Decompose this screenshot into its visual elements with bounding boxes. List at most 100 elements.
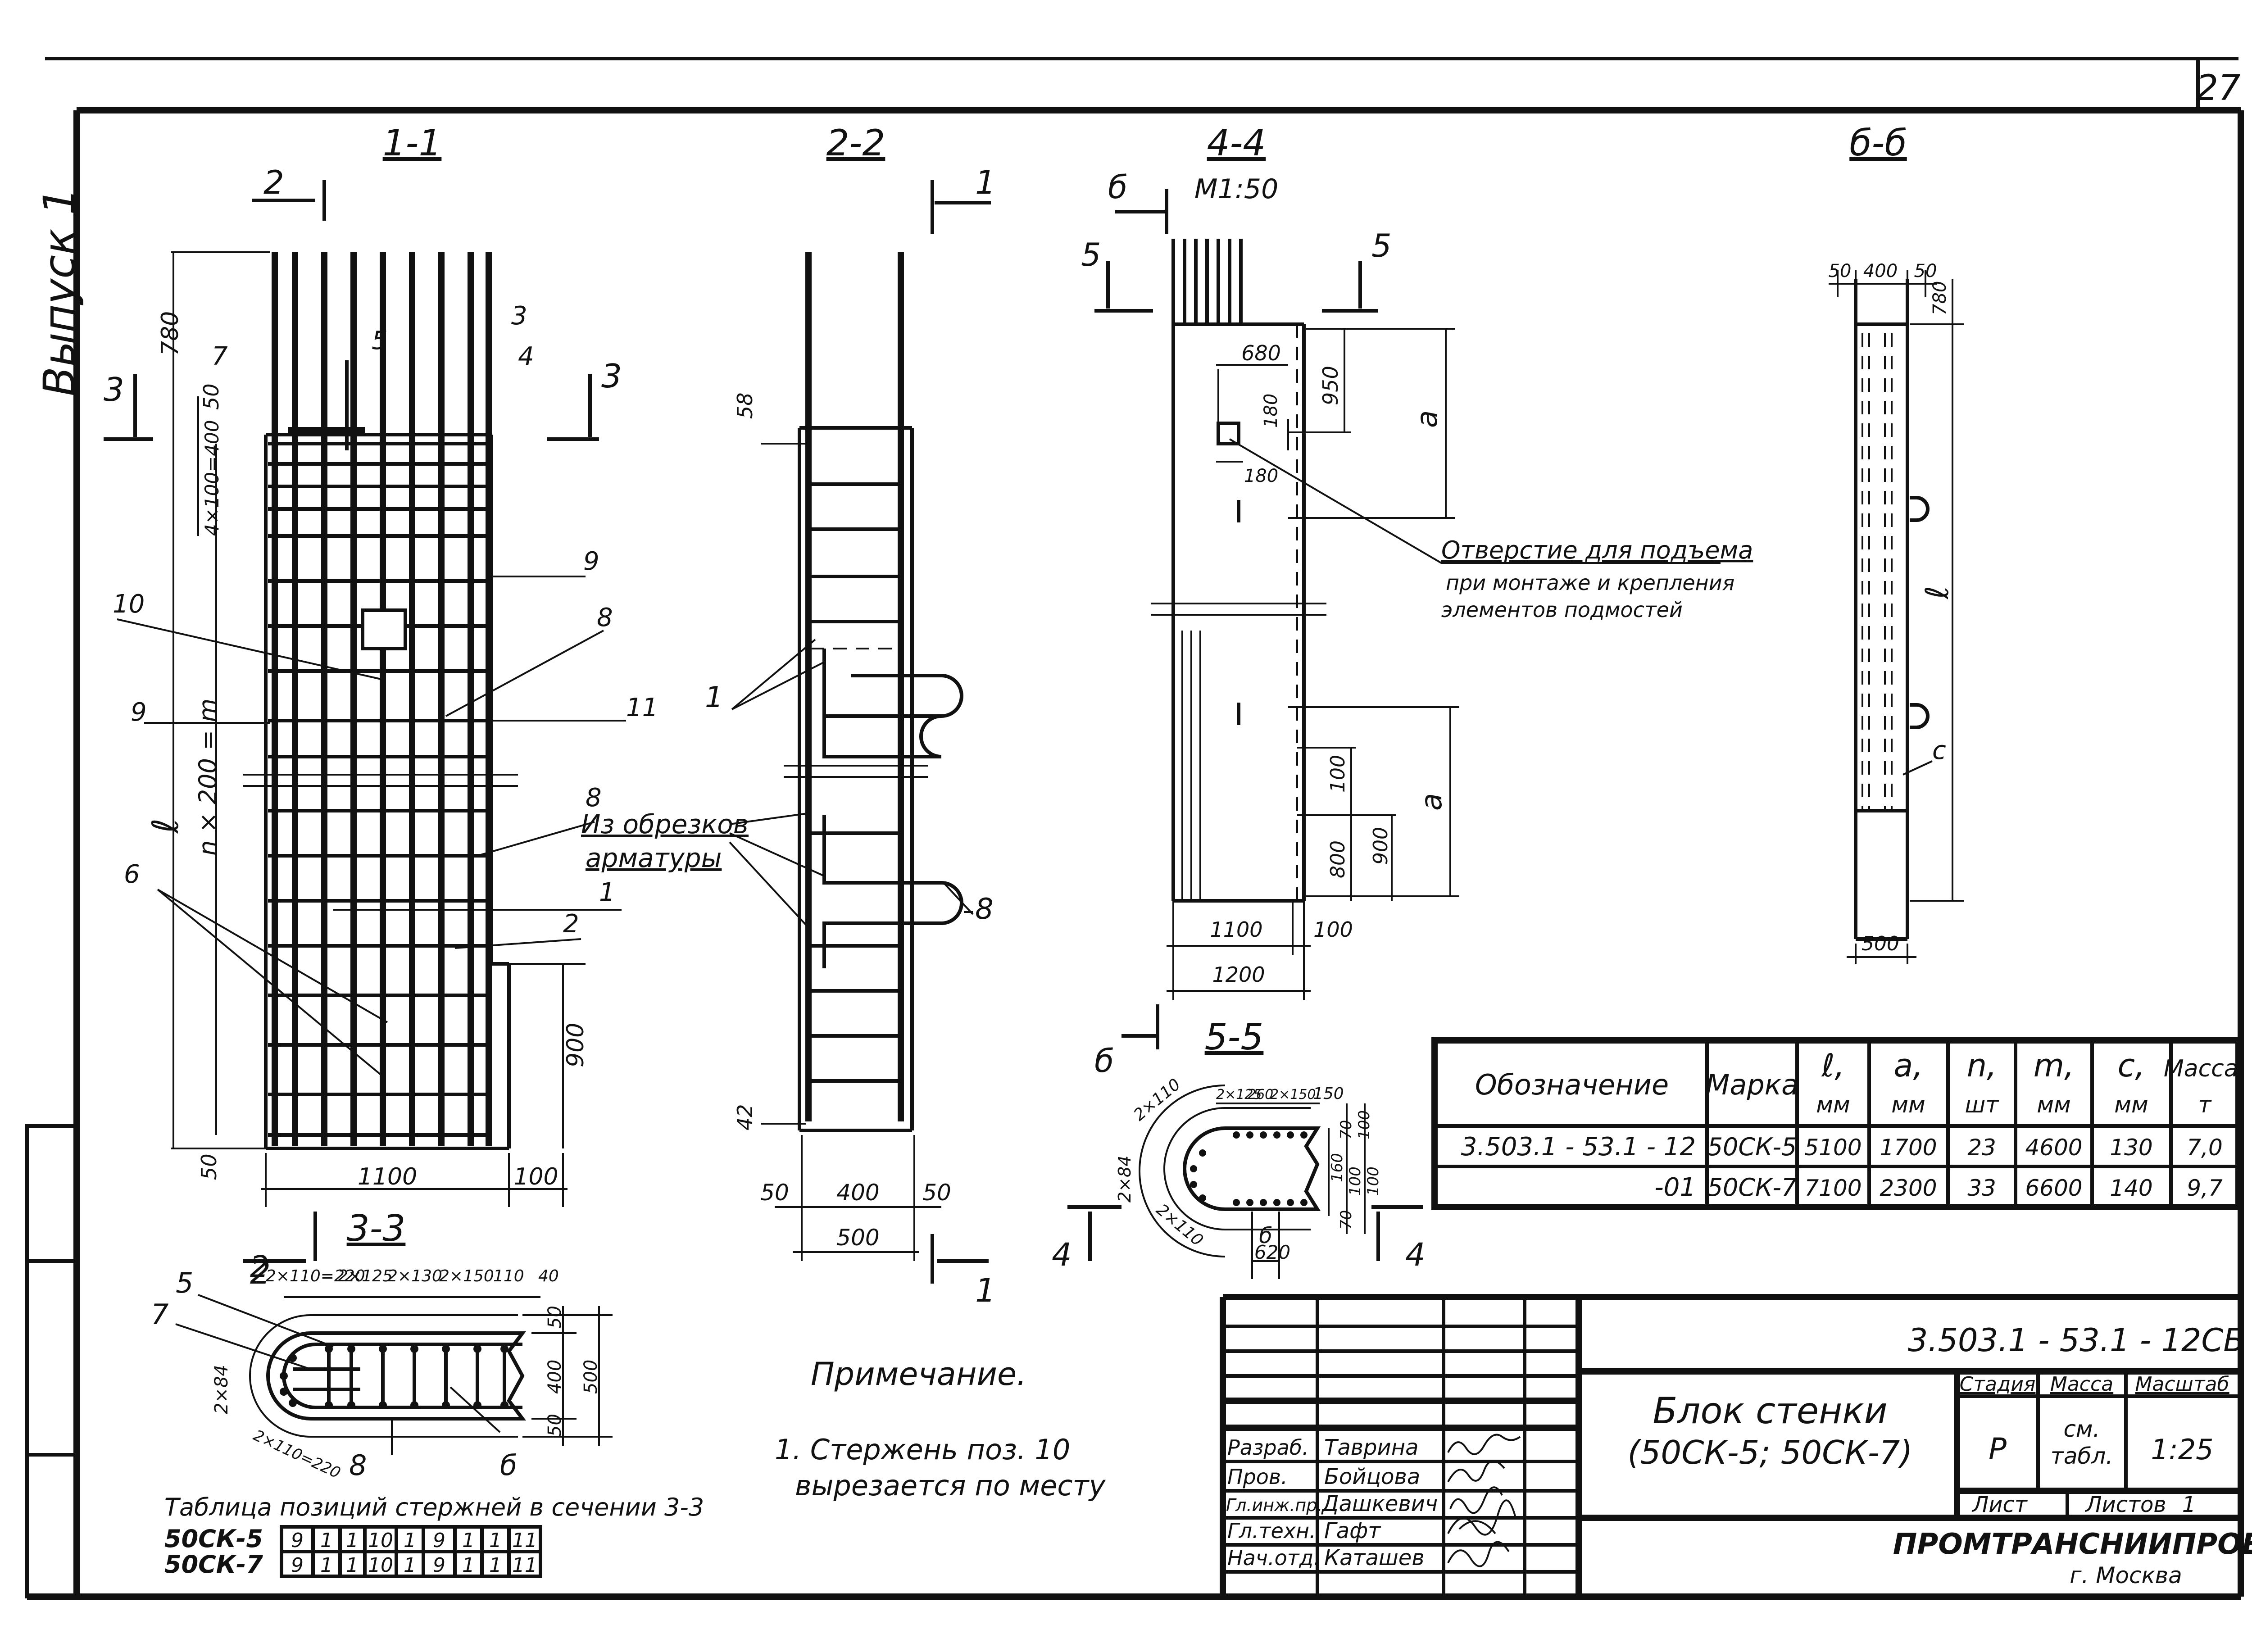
positions-row-2-cell: 9 xyxy=(291,1554,304,1577)
sheet-frame xyxy=(25,57,2244,1600)
positions-row-2-cell: 9 xyxy=(433,1554,445,1577)
view-1-1-mark-6: 6 xyxy=(124,860,140,889)
view-2-2-dim-58: 58 xyxy=(733,392,757,419)
view-b-b-dim-l: ℓ xyxy=(1919,586,1956,599)
view-1-1-mark-1: 1 xyxy=(599,878,615,907)
positions-row-1-cell: 1 xyxy=(462,1529,475,1552)
view-1-1-mark-sec3-left: 3 xyxy=(104,371,124,408)
positions-row-2-cell: 1 xyxy=(346,1554,359,1577)
view-b-b: б-б 50 xyxy=(1829,122,1964,964)
title-org: ПРОМТРАНСНИИПРОЕКТ xyxy=(1893,1528,2252,1561)
view-1-1-mark-4: 4 xyxy=(518,342,534,371)
spec-header-a: a, xyxy=(1893,1047,1923,1084)
positions-row-1-cell: 9 xyxy=(433,1529,445,1552)
title-name-line1: Блок стенки xyxy=(1653,1390,1887,1432)
view-1-1-mark-11: 11 xyxy=(626,693,658,722)
spec-row-1-n: 23 xyxy=(1967,1135,1996,1161)
view-3-3-title: 3-3 xyxy=(347,1207,406,1249)
view-4-4-dim-1200: 1200 xyxy=(1212,962,1265,987)
view-4-4-hole-note-2: при монтаже и крепления xyxy=(1446,571,1734,595)
title-scale-label: Масштаб xyxy=(2135,1373,2229,1396)
spec-header-mass-unit: т xyxy=(2198,1092,2212,1118)
view-4-4-dim-900: 900 xyxy=(1369,827,1392,865)
notes-line-1: 1. Стержень поз. 10 xyxy=(775,1433,1070,1466)
view-4-4-mark-5-right: 5 xyxy=(1371,227,1392,264)
view-3-3-dim-110: 110 xyxy=(493,1267,524,1285)
view-3-3-dim-50-bottom: 50 xyxy=(545,1414,565,1437)
view-2-2-dim-42: 42 xyxy=(733,1104,757,1130)
view-5-5-dim-2x150: 2×150 xyxy=(1270,1087,1316,1103)
positions-row-1-cell: 9 xyxy=(291,1529,304,1552)
view-3-3-mark-2: 2 xyxy=(250,1249,269,1284)
spec-header-n-unit: шт xyxy=(1965,1092,2000,1118)
view-4-4-dim-180a: 180 xyxy=(1261,394,1281,428)
view-1-1-mark-7: 7 xyxy=(212,342,228,371)
view-3-3-dim-500: 500 xyxy=(581,1360,601,1394)
view-5-5-dim-70-bottom: 70 xyxy=(1337,1210,1355,1230)
positions-row-2-cell: 1 xyxy=(462,1554,475,1577)
view-b-b-dim-400: 400 xyxy=(1863,261,1898,281)
positions-row-1-cell: 1 xyxy=(489,1529,502,1552)
spec-row-2-a: 2300 xyxy=(1880,1175,1937,1201)
positions-table: Таблица позиций стержней в сечении 3-3 5… xyxy=(164,1493,704,1579)
view-2-2-dim-400: 400 xyxy=(836,1180,879,1206)
view-3-3-dim-2x150: 2×150 xyxy=(439,1267,494,1285)
title-role: Гл.инж.пр. xyxy=(1226,1495,1322,1515)
positions-row-1-cell: 11 xyxy=(512,1529,537,1552)
dim-n-x-200: n × 200 = m xyxy=(194,699,222,856)
view-1-1-mark-sec3-right: 3 xyxy=(601,357,622,395)
spec-header-a-unit: мм xyxy=(1891,1092,1925,1118)
view-4-4-mark-5-left: 5 xyxy=(1081,236,1101,273)
positions-row-2-cell: 1 xyxy=(320,1554,333,1577)
view-4-4-hole-note-3: элементов подмостей xyxy=(1441,598,1683,622)
positions-row-2-cell: 1 xyxy=(404,1554,416,1577)
spec-header-c: c, xyxy=(2118,1047,2145,1084)
spec-row-1-mark: 50СК-5 xyxy=(1707,1133,1797,1161)
spec-header-l: ℓ, xyxy=(1821,1047,1844,1084)
view-2-2-note-2: арматуры xyxy=(586,843,722,873)
view-5-5-dim-620: 620 xyxy=(1254,1241,1290,1263)
view-1-1-title: 1-1 xyxy=(383,122,442,164)
dim-4x100: 4×100=400 xyxy=(201,420,223,536)
view-3-3-mark-7: 7 xyxy=(151,1298,168,1331)
view-2-2-dim-50-right: 50 xyxy=(922,1180,951,1206)
view-2-2-mark-8: 8 xyxy=(975,893,994,926)
view-4-4-dim-800: 800 xyxy=(1326,840,1349,878)
view-1-1-mark-3: 3 xyxy=(511,301,527,331)
view-5-5-dim-100a: 100 xyxy=(1346,1166,1364,1196)
title-city: г. Москва xyxy=(2070,1562,2182,1588)
dim-780: 780 xyxy=(157,311,184,356)
view-5-5-mark-4-right: 4 xyxy=(1405,1236,1426,1273)
spec-header-m-unit: мм xyxy=(2037,1092,2070,1118)
spec-header-n: n, xyxy=(1967,1047,1997,1084)
view-4-4-dim-100b: 100 xyxy=(1313,917,1353,942)
title-mass-line1: см. xyxy=(2063,1416,2100,1442)
view-1-1-mark-9b: 9 xyxy=(131,698,147,727)
view-5-5-dim-150: 150 xyxy=(1313,1085,1344,1103)
view-4-4-dim-a-top: a xyxy=(1411,410,1444,428)
positions-row-1-cell: 10 xyxy=(368,1529,393,1552)
view-5-5-title: 5-5 xyxy=(1205,1016,1264,1058)
page-number: 27 xyxy=(2196,68,2240,109)
positions-row-1-mark: 50СК-5 xyxy=(164,1525,263,1553)
dim-900: 900 xyxy=(562,1023,589,1067)
view-5-5-dim-2x84: 2×84 xyxy=(1115,1156,1135,1203)
view-3-3-dim-2x130: 2×130 xyxy=(387,1267,442,1285)
view-4-4-dim-100: 100 xyxy=(1326,755,1349,793)
view-4-4-dim-950: 950 xyxy=(1318,366,1343,405)
dim-100: 100 xyxy=(513,1163,558,1190)
spec-row-2-c: 140 xyxy=(2110,1175,2152,1201)
view-2-2-dim-50-left: 50 xyxy=(760,1180,789,1206)
view-2-2-dim-500: 500 xyxy=(836,1225,879,1251)
view-2-2-title: 2-2 xyxy=(826,122,885,164)
view-b-b-dim-50-left: 50 xyxy=(1829,261,1852,281)
title-block: 3.503.1 - 53.1 - 12СБ Блок стенки (50СК-… xyxy=(1220,1294,2252,1597)
title-person: Бойцова xyxy=(1324,1464,1420,1489)
spec-row-1-c: 130 xyxy=(2110,1135,2152,1161)
title-person: Дашкевич xyxy=(1321,1491,1438,1516)
view-2-2: 2-2 xyxy=(581,122,996,1309)
title-person: Гафт xyxy=(1324,1518,1381,1543)
spec-row-2-n: 33 xyxy=(1967,1175,1996,1201)
spec-row-1-designation: 3.503.1 - 53.1 - 12 xyxy=(1461,1132,1696,1162)
